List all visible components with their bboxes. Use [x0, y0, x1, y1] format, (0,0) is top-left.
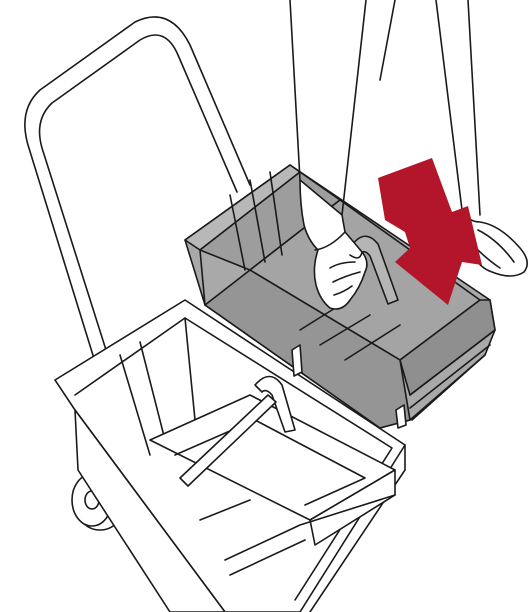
cart-diagram [0, 0, 530, 612]
instruction-illustration [0, 0, 530, 612]
